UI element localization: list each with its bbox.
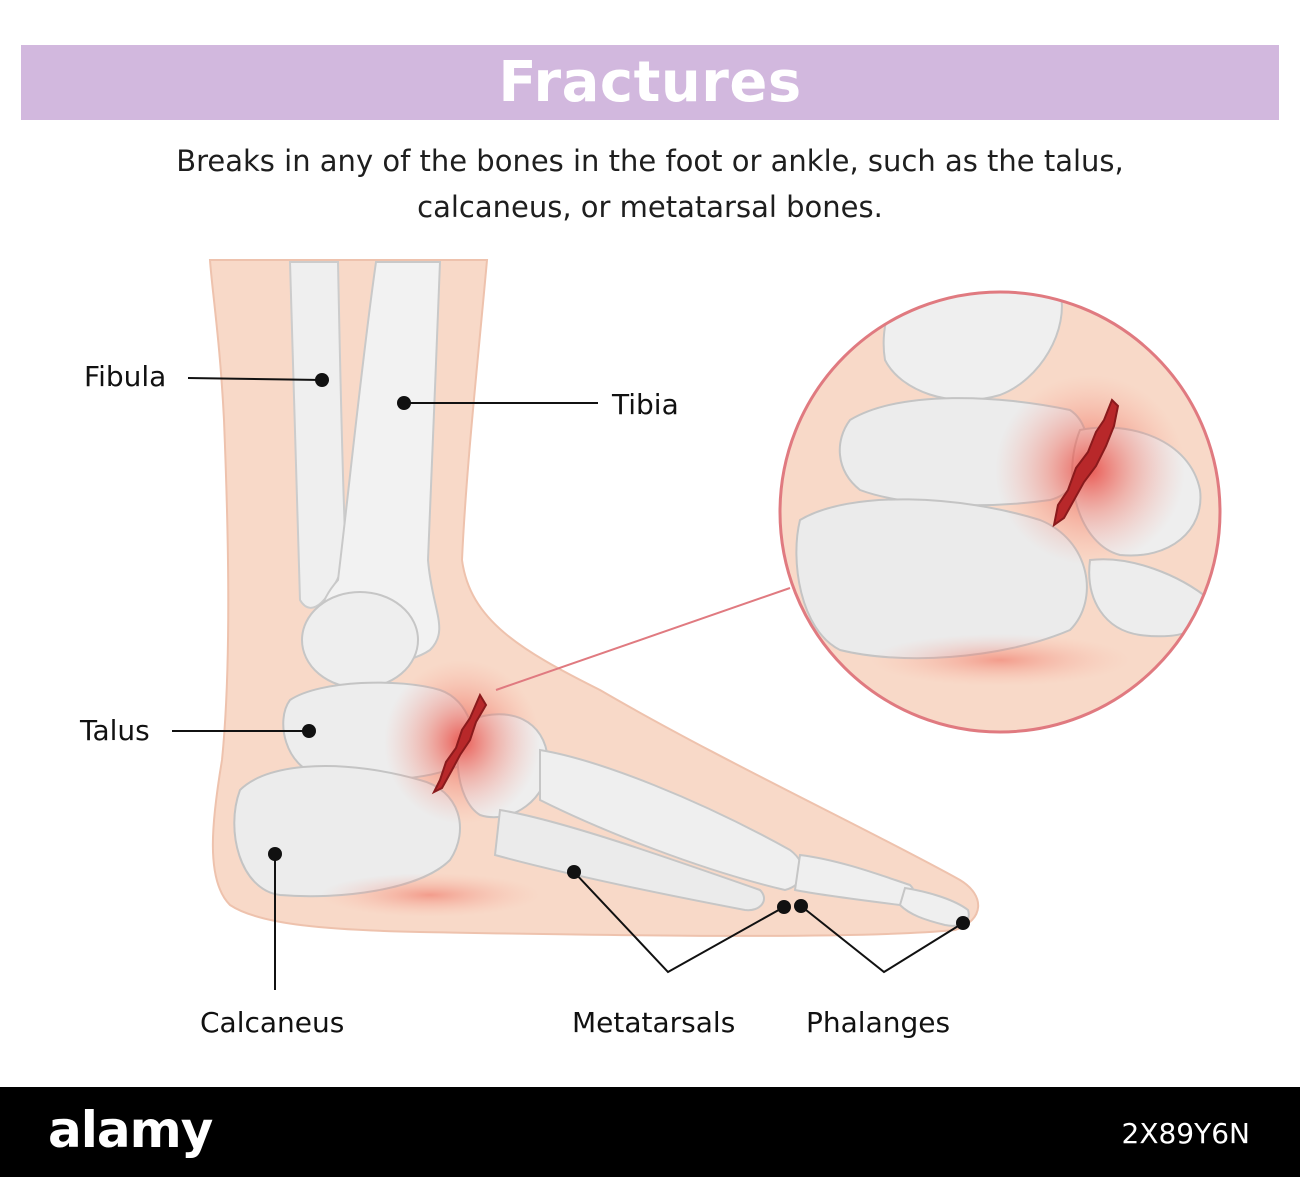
phalanges-leader-dot-1 <box>794 899 808 913</box>
fibula-leader-dot <box>315 373 329 387</box>
label-phalanges: Phalanges <box>806 1006 950 1039</box>
talus-leader-dot <box>302 724 316 738</box>
tibia-leader-dot <box>397 396 411 410</box>
foot-illustration <box>0 0 1300 1087</box>
watermark-brand: alamy <box>48 1101 212 1159</box>
watermark-image-code: 2X89Y6N <box>1122 1117 1251 1150</box>
fibula-bone <box>290 262 346 608</box>
inset-sole-glow <box>870 634 1130 686</box>
label-calcaneus: Calcaneus <box>200 1006 344 1039</box>
watermark-footer: alamy 2X89Y6N <box>0 1087 1300 1177</box>
tibia-distal-end <box>302 592 418 688</box>
label-fibula: Fibula <box>84 360 166 393</box>
metatarsals-leader-dot-2 <box>777 900 791 914</box>
phalanges-leader-dot-2 <box>956 916 970 930</box>
label-tibia: Tibia <box>612 388 679 421</box>
calcaneus-leader-dot <box>268 847 282 861</box>
metatarsals-leader-dot-1 <box>567 865 581 879</box>
callout-line <box>496 588 790 690</box>
label-metatarsals: Metatarsals <box>572 1006 735 1039</box>
label-talus: Talus <box>80 714 150 747</box>
sole-glow <box>320 873 540 917</box>
